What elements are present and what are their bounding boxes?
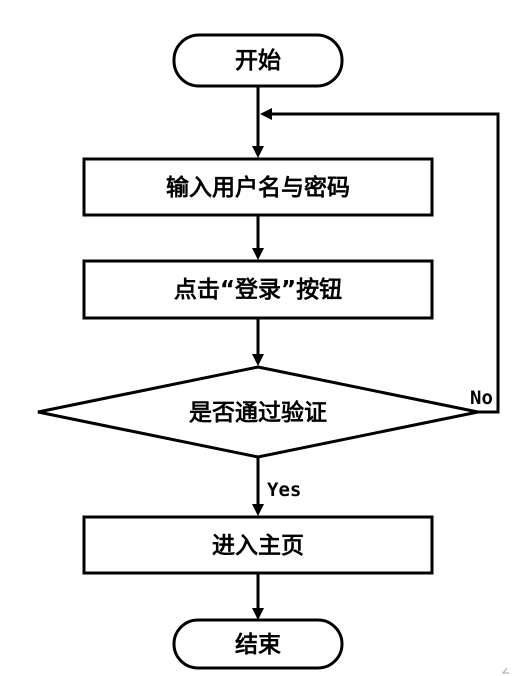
start-label: 开始 xyxy=(235,47,281,74)
connector-home-to-end xyxy=(252,573,264,620)
decision-node: 是否通过验证 xyxy=(37,365,479,459)
decision-label: 是否通过验证 xyxy=(189,399,327,426)
connector-start-to-input xyxy=(252,86,264,158)
end-node: 结束 xyxy=(172,618,344,670)
input-credentials-node: 输入用户名与密码 xyxy=(82,157,434,217)
connector-input-to-click xyxy=(252,215,264,260)
enter-home-label: 进入主页 xyxy=(212,533,304,559)
input-credentials-label: 输入用户名与密码 xyxy=(166,174,350,201)
click-login-label: 点击“登录”按钮 xyxy=(174,276,342,303)
end-label: 结束 xyxy=(235,632,282,658)
paragraph-mark-icon xyxy=(501,667,509,674)
yes-label: Yes xyxy=(267,479,301,501)
connector-decision-to-home xyxy=(252,457,264,516)
start-node: 开始 xyxy=(172,33,344,88)
no-label: No xyxy=(470,387,493,409)
enter-home-node: 进入主页 xyxy=(82,515,434,575)
click-login-node: 点击“登录”按钮 xyxy=(82,259,434,320)
connector-no-loop xyxy=(260,108,500,414)
connector-click-to-decision xyxy=(252,318,264,366)
